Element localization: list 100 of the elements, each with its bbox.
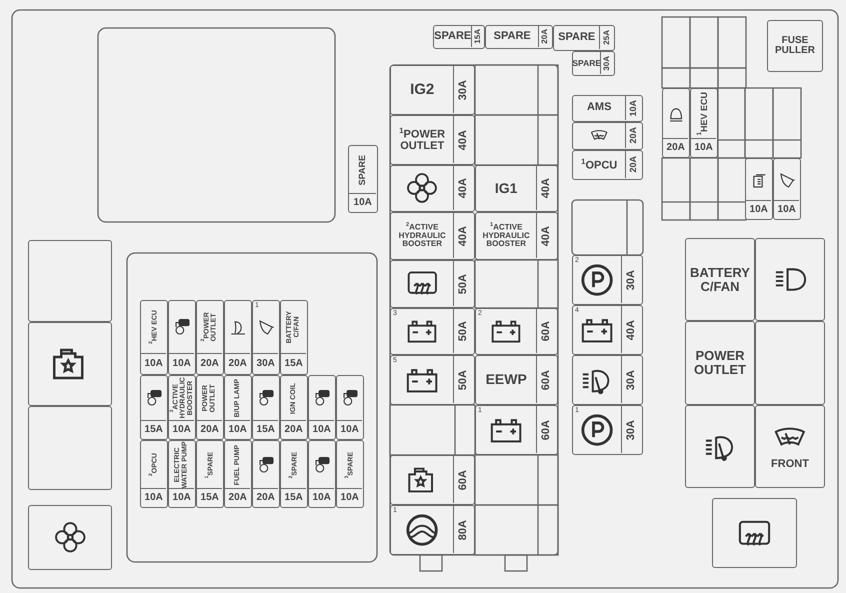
fuse-slot xyxy=(572,95,643,122)
fuse-rating: 30A xyxy=(626,370,638,390)
fuse-slot xyxy=(572,122,643,150)
fuse-label: EEWP xyxy=(486,372,527,388)
fuse-slot xyxy=(475,405,558,455)
fuse-slot xyxy=(390,505,475,555)
relay-slot xyxy=(755,321,825,405)
fuse-slot xyxy=(475,355,558,405)
fuse-rating: 30A xyxy=(256,358,275,369)
fuse-slot xyxy=(168,440,196,508)
fuse-rating: 40A xyxy=(541,226,552,246)
fuse-rating: 15A xyxy=(200,492,219,503)
fuse-slot xyxy=(308,440,336,508)
fuse-slot xyxy=(336,440,364,508)
relay-slot xyxy=(28,505,112,570)
fuse-slot xyxy=(572,355,643,405)
fuse-slot xyxy=(390,355,475,405)
fuse-rating: 10A xyxy=(340,492,359,503)
fuse-rating: 20A xyxy=(541,29,550,44)
fuse-label: $^{1}$OPCU xyxy=(581,158,618,172)
fuse-slot xyxy=(773,158,801,220)
relay-slot xyxy=(767,20,823,72)
fuse-label: SPARE xyxy=(434,30,472,42)
fuse-rating: 30A xyxy=(458,80,470,100)
fuse-label: $^{1}$ACTIVE HYDRAULIC BOOSTER xyxy=(482,222,531,249)
fuse-label: AMS xyxy=(586,102,612,114)
fuse-rating: 50A xyxy=(458,370,470,390)
relay-slot xyxy=(28,322,112,406)
fuse-rating: 40A xyxy=(458,130,470,150)
fuse-rating: 10A xyxy=(694,142,713,153)
fuse-rating: 10A xyxy=(172,424,191,435)
fuse-slot xyxy=(572,405,643,455)
relay-slot xyxy=(685,321,755,405)
fuse-slot xyxy=(196,440,224,508)
fuse-rating: 80A xyxy=(458,520,470,540)
fuse-slot xyxy=(390,165,475,212)
fuse-slot xyxy=(433,25,485,49)
fuse-rating: 15A xyxy=(144,424,163,435)
fuse-label: SPARE xyxy=(494,30,531,42)
fuse-rating: 60A xyxy=(458,470,470,490)
fuse-slot xyxy=(662,88,690,158)
fuse-rating: 10A xyxy=(172,492,191,503)
fuse-slot xyxy=(140,440,168,508)
fuse-rating: 20A xyxy=(228,492,247,503)
fuse-rating: 60A xyxy=(541,370,552,390)
fuse-slot xyxy=(196,300,224,375)
fuse-slot xyxy=(390,65,475,115)
fuse-slot xyxy=(140,300,168,375)
fuse-label: SPARE xyxy=(558,32,596,44)
fuse-rating: 40A xyxy=(458,178,470,198)
fuse-rating: 10A xyxy=(340,424,359,435)
fuse-slot xyxy=(336,375,364,440)
fuse-slot xyxy=(196,375,224,440)
fuse-slot xyxy=(224,440,252,508)
fuse-rating: 10A xyxy=(144,358,163,369)
fuse-rating: 20A xyxy=(256,492,275,503)
fuse-slot xyxy=(168,300,196,375)
fuse-slot xyxy=(224,300,252,375)
fuse-slot xyxy=(572,150,643,180)
fuse-rating: 10A xyxy=(228,424,247,435)
fuse-slot xyxy=(390,260,475,308)
relay-label: FUSE PULLER xyxy=(774,36,816,56)
fuse-rating: 15A xyxy=(284,492,303,503)
fuse-rating: 10A xyxy=(629,100,638,116)
fuse-rating: 15A xyxy=(474,29,482,44)
fuse-slot xyxy=(140,375,168,440)
fuse-rating: 40A xyxy=(541,178,552,198)
relay-slot xyxy=(28,240,112,322)
fuse-rating: 25A xyxy=(602,30,611,46)
fuse-slot xyxy=(348,145,378,213)
fuse-rating: 10A xyxy=(144,492,163,503)
fuse-rating: 30A xyxy=(626,270,638,290)
fuse-rating: 20A xyxy=(666,142,685,153)
fuse-slot xyxy=(252,375,280,440)
fuse-rating: 10A xyxy=(312,424,331,435)
relay-slot xyxy=(28,406,112,490)
fuse-rating: 10A xyxy=(312,492,331,503)
fuse-slot xyxy=(168,375,196,440)
relay-label: BATTERY C/FAN xyxy=(689,266,751,294)
fuse-rating: 30A xyxy=(603,56,612,71)
fuse-slot xyxy=(252,300,280,375)
relay-label: FRONT xyxy=(771,459,809,471)
fuse-rating: 20A xyxy=(228,358,247,369)
fuse-rating: 20A xyxy=(200,358,219,369)
fuse-slot xyxy=(390,115,475,165)
fuse-rating: 60A xyxy=(541,321,552,342)
fuse-rating: 30A xyxy=(626,420,638,440)
fuse-rating: 20A xyxy=(629,127,638,144)
fuse-label: IG1 xyxy=(494,180,518,196)
fuse-slot xyxy=(690,88,718,158)
fuse-rating: 10A xyxy=(172,358,191,369)
fuse-rating: 60A xyxy=(541,420,552,440)
fuse-rating: 40A xyxy=(626,320,638,340)
fuse-rating: 40A xyxy=(458,226,470,246)
fuse-slot xyxy=(475,212,558,260)
fuse-slot xyxy=(572,305,643,355)
fuse-label: $^{2}$ACTIVE HYDRAULIC BOOSTER xyxy=(398,222,447,249)
fuse-slot xyxy=(475,165,558,212)
relay-slot xyxy=(755,238,825,321)
relay-slot xyxy=(685,405,755,488)
